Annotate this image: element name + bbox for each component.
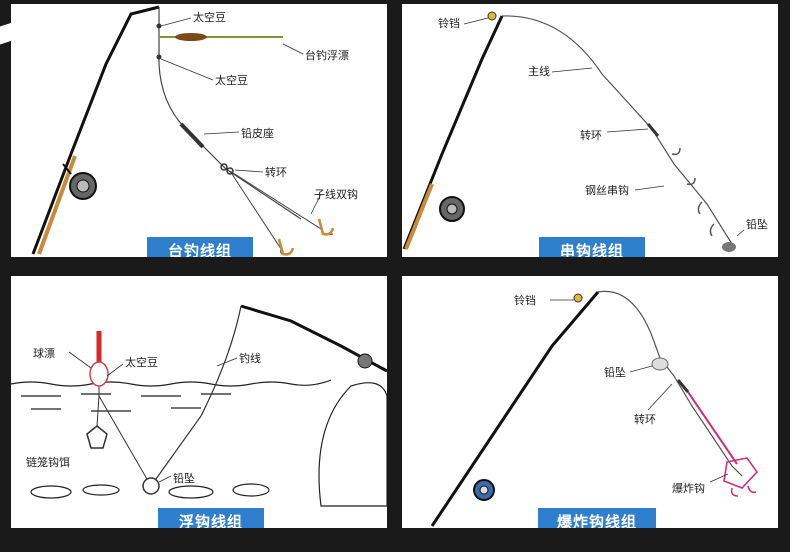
label-main-line: 主线: [528, 64, 550, 78]
sinker-icon: [722, 242, 736, 252]
label-line: 钓线: [239, 351, 261, 365]
label-double-hook: 子线双钩: [314, 187, 358, 201]
swivel-icon: [676, 379, 690, 393]
panel-title: 台钓线组: [147, 237, 253, 257]
label-float: 台钓浮漂: [305, 48, 349, 62]
label-ball-float: 球漂: [33, 346, 55, 360]
chain-bait-icon: [86, 395, 108, 449]
panel-title: 浮钩线组: [158, 508, 264, 528]
panel-fu-rig: 球漂 太空豆 钓线 链笼钩饵 铅坠 浮钩线组: [11, 276, 387, 528]
label-wire-hooks: 钢丝串钩: [585, 183, 629, 197]
hook-icon: [317, 218, 335, 236]
label-swivel: 转环: [634, 412, 656, 426]
label-bean: 太空豆: [125, 355, 158, 369]
label-sinker: 铅坠: [746, 217, 768, 231]
bell-icon: [487, 11, 497, 21]
hook-icon: [686, 177, 696, 186]
main-line: [501, 15, 733, 245]
float-icon: [159, 33, 283, 41]
label-bell: 铃铛: [438, 16, 460, 30]
label-swivel: 转环: [580, 128, 602, 142]
rod-handle: [404, 183, 434, 250]
label-sinker-seat: 铅皮座: [241, 126, 274, 140]
swivel-icon: [646, 123, 660, 137]
label-explosive-hook: 爆炸钩: [672, 481, 705, 495]
tai-rig-illustration: 太空豆 台钓浮漂 太空豆 铅皮座 转环 子线双钩: [31, 5, 358, 256]
hook-icon: [697, 201, 703, 215]
spinning-reel-icon: [473, 479, 495, 501]
water-surface: [11, 379, 332, 412]
fu-rig-illustration: 球漂 太空豆 钓线 链笼钩饵 铅坠: [11, 304, 387, 507]
panel-baozha-rig: 铃铛 铅坠 转环 爆炸钩 爆炸钩线组: [402, 276, 778, 528]
label-swivel: 转环: [265, 165, 287, 179]
seabed-rocks: [30, 382, 387, 507]
main-line: [597, 290, 743, 477]
swivel-icon: [220, 163, 234, 175]
space-bean-icon: [156, 23, 162, 29]
spinning-reel-icon: [62, 163, 97, 200]
hook-icon: [709, 223, 715, 237]
label-bean-top: 太空豆: [193, 10, 226, 24]
panel-tai-rig: 太空豆 台钓浮漂 太空豆 铅皮座 转环 子线双钩 台钓线组: [11, 4, 387, 257]
panel-chuan-rig: 铃铛 主线 转环 钢丝串钩 铅坠 串钩线组: [402, 4, 778, 257]
leader-line: [229, 170, 334, 235]
explosive-leader: [687, 391, 738, 465]
label-sinker: 铅坠: [173, 471, 195, 485]
fishing-rod: [430, 291, 600, 527]
bell-icon: [573, 293, 583, 303]
explosive-hook-icon: [723, 457, 759, 497]
spinning-reel-icon: [357, 353, 373, 369]
spinning-reel-icon: [439, 196, 465, 222]
label-chain-bait: 链笼钩饵: [26, 455, 70, 469]
hook-icon: [277, 238, 295, 256]
sinker-seat-icon: [179, 122, 205, 149]
chuan-rig-illustration: 铃铛 主线 转环 钢丝串钩 铅坠: [402, 11, 768, 252]
fishing-rod: [31, 5, 160, 255]
sinker-icon: [142, 477, 160, 495]
baozha-rig-illustration: 铃铛 铅坠 转环 爆炸钩: [430, 290, 759, 527]
panel-title: 爆炸钩线组: [538, 508, 656, 528]
label-bean-mid: 太空豆: [215, 73, 248, 87]
hook-icon: [671, 147, 681, 156]
label-sinker: 铅坠: [604, 365, 626, 379]
panel-title: 串钩线组: [539, 237, 645, 257]
label-bell: 铃铛: [514, 293, 536, 307]
ball-float-icon: [89, 331, 109, 387]
space-bean-icon: [156, 54, 162, 60]
sinker-icon: [651, 357, 669, 371]
